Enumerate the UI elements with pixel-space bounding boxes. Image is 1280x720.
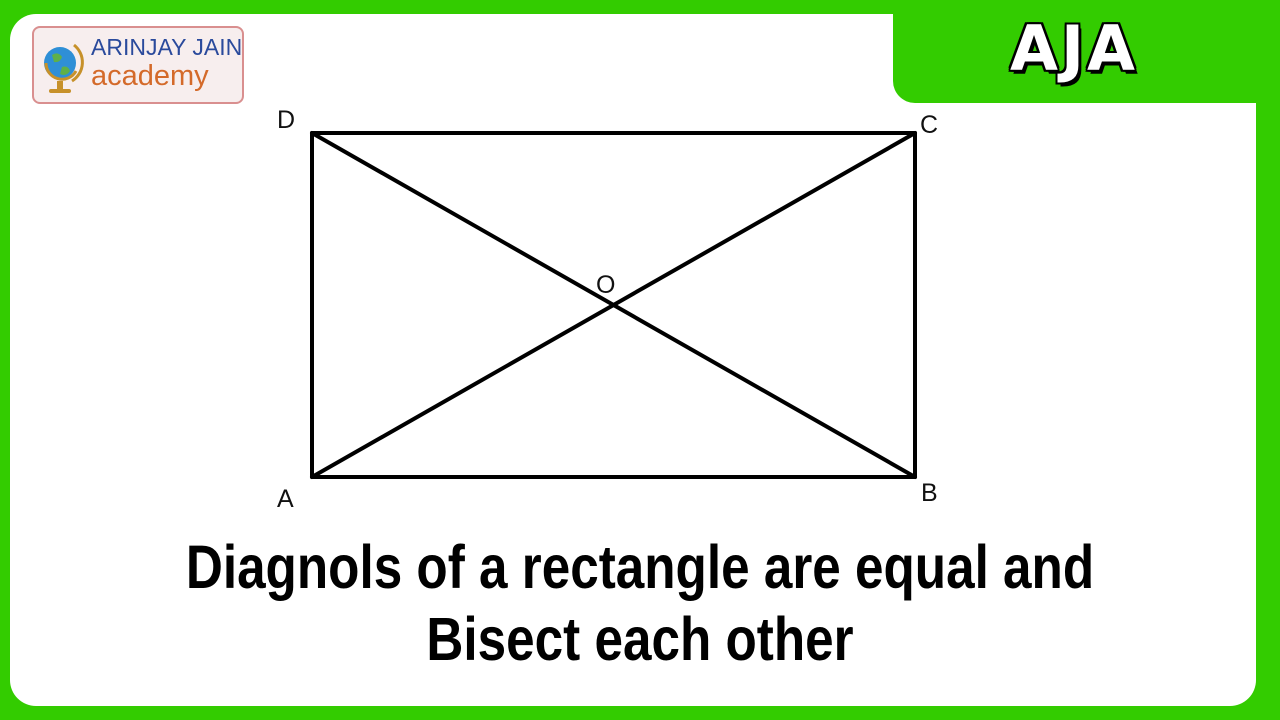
globe-icon xyxy=(44,43,84,93)
vertex-label-c: C xyxy=(920,111,938,139)
logo-title: ARINJAY JAIN xyxy=(91,34,243,60)
caption-line-1: Diagnols of a rectangle are equal and xyxy=(185,533,1095,601)
vertex-label-b: B xyxy=(921,479,938,507)
diagonal-bd xyxy=(310,131,917,479)
logo-subtitle: academy xyxy=(91,60,209,92)
vertex-label-a: A xyxy=(277,485,294,513)
vertex-label-d: D xyxy=(277,106,295,134)
caption: Diagnols of a rectangle are equal and Bi… xyxy=(102,532,1177,676)
caption-line-2: Bisect each other xyxy=(426,604,854,673)
vertex-label-o: O xyxy=(596,271,615,299)
corner-tab xyxy=(893,0,1280,103)
academy-logo: ARINJAY JAIN academy xyxy=(32,26,244,104)
slide-frame xyxy=(10,14,1256,706)
corner-badge-text: AJA xyxy=(1010,12,1139,85)
